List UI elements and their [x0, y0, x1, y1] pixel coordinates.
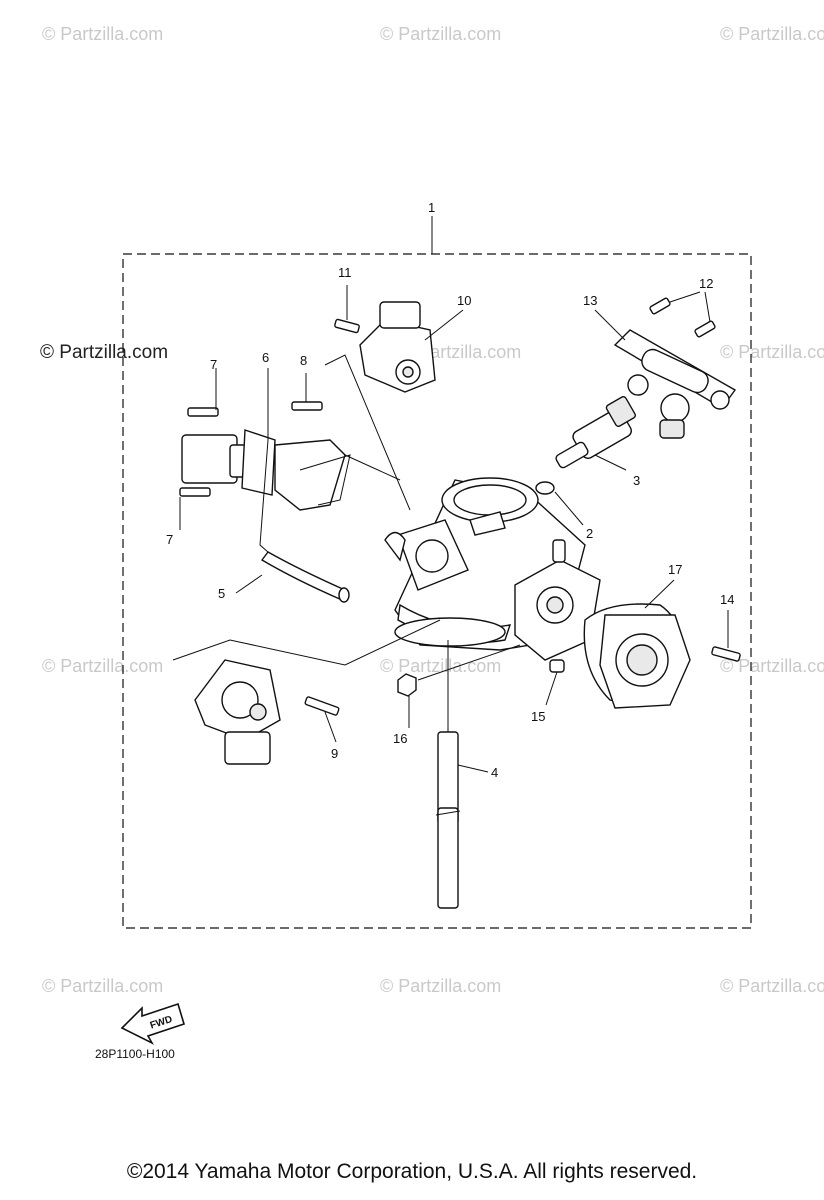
- watermark: © Partzilla.com: [42, 976, 163, 996]
- fuel-rail: [613, 329, 737, 439]
- callout-7-bottom: 7: [166, 532, 173, 547]
- hose: [260, 551, 350, 603]
- fuel-injector: [535, 396, 636, 495]
- fwd-arrow-icon: FWD: [120, 1002, 185, 1045]
- watermark: © Partzilla.com: [42, 24, 163, 44]
- callout-15: 15: [531, 709, 545, 724]
- callout-14: 14: [720, 592, 734, 607]
- copyright-notice: ©2014 Yamaha Motor Corporation, U.S.A. A…: [126, 1160, 698, 1183]
- watermark: © Partzilla.com: [720, 976, 824, 996]
- watermarks: © Partzilla.com © Partzilla.com © Partzi…: [40, 24, 824, 996]
- watermark: © Partzilla.com: [720, 656, 824, 676]
- screw-15: [549, 659, 565, 673]
- cover-plate: [583, 603, 691, 709]
- watermark: © Partzilla.com: [720, 24, 824, 44]
- callout-10: 10: [457, 293, 471, 308]
- callout-11: 11: [338, 265, 352, 280]
- callout-4: 4: [491, 765, 498, 780]
- callout-6: 6: [262, 350, 269, 365]
- callout-16: 16: [393, 731, 407, 746]
- callout-17: 17: [668, 562, 682, 577]
- nut-16: [397, 673, 417, 697]
- screw-14: [711, 646, 741, 662]
- callout-2: 2: [586, 526, 593, 541]
- watermark: © Partzilla.com: [40, 342, 168, 363]
- leader-lines: [172, 285, 729, 773]
- watermark: © Partzilla.com: [380, 656, 501, 676]
- assembly-frame: [122, 253, 752, 929]
- callouts: 1 2 3 4 5 6 7 7 8 9 10 11 12 13 14 15 16…: [166, 200, 734, 780]
- tube: [435, 731, 461, 909]
- watermark: © Partzilla.com: [380, 976, 501, 996]
- sensor-10: [334, 301, 436, 393]
- callout-8: 8: [300, 353, 307, 368]
- callout-12: 12: [699, 276, 713, 291]
- callout-13: 13: [583, 293, 597, 308]
- screws-12: [649, 291, 716, 338]
- watermark: © Partzilla.com: [720, 342, 824, 362]
- watermark: © Partzilla.com: [380, 24, 501, 44]
- sensor-6-bracket: [179, 401, 351, 511]
- callout-5: 5: [218, 586, 225, 601]
- callout-7-top: 7: [210, 357, 217, 372]
- throttle-body: [384, 477, 601, 661]
- callout-9: 9: [331, 746, 338, 761]
- callout-3: 3: [633, 473, 640, 488]
- diagram-code: 28P1100-H100: [95, 1047, 175, 1061]
- callout-1: 1: [428, 200, 435, 215]
- watermark: © Partzilla.com: [42, 656, 163, 676]
- sensor-9: [194, 659, 340, 765]
